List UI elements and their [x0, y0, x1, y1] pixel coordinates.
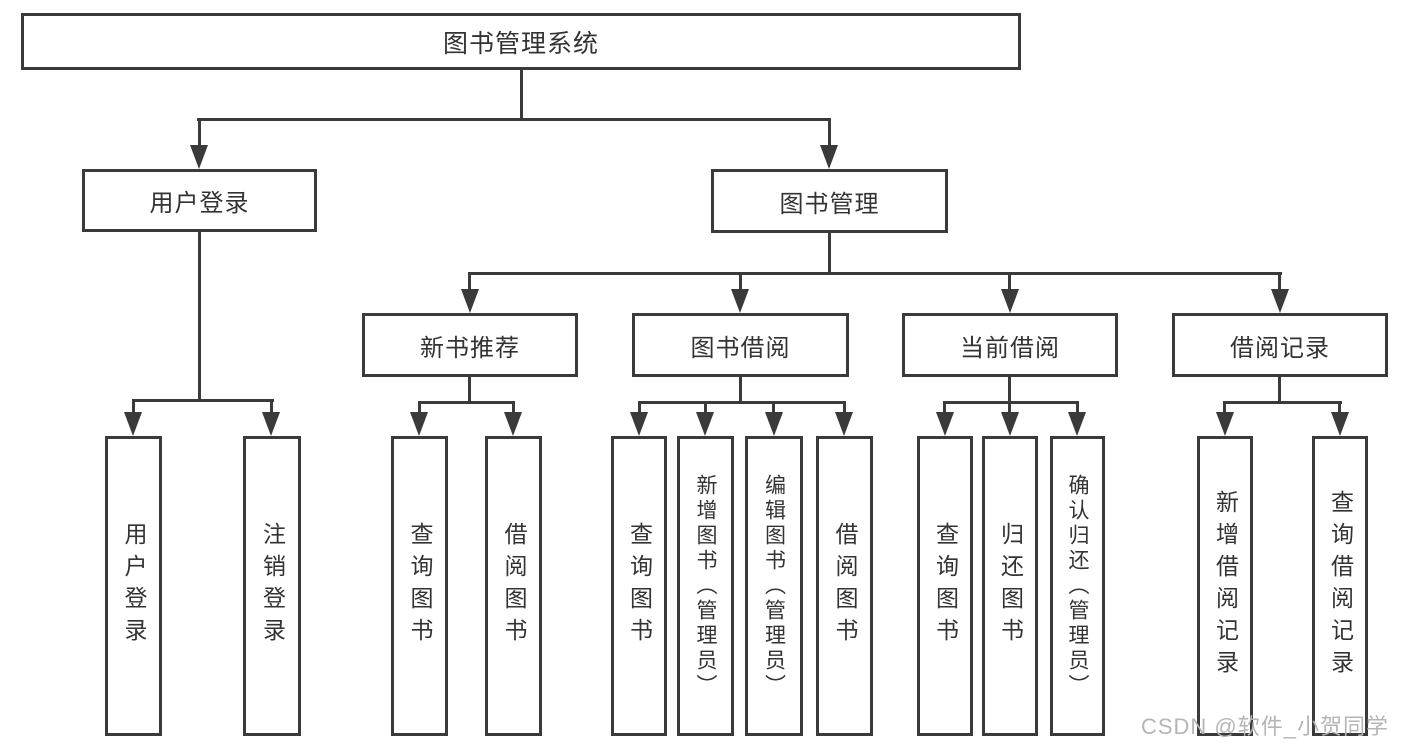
- arrow-head: [731, 289, 749, 313]
- connector-line: [772, 401, 775, 420]
- connector-line: [468, 377, 471, 403]
- connector-line: [198, 231, 201, 402]
- node-current-borrow: 当前借阅: [902, 313, 1118, 377]
- leaf-label: 借阅图书: [501, 522, 527, 650]
- leaf-borrow-borrow-books: 借阅图书: [816, 436, 873, 736]
- connector-line: [943, 401, 1079, 404]
- connector-line: [1008, 272, 1011, 295]
- leaf-label: 注销登录: [259, 522, 286, 650]
- leaf-newbook-borrow-books: 借阅图书: [485, 436, 542, 736]
- arrow-head: [1216, 412, 1234, 436]
- connector-line: [468, 272, 1282, 275]
- node-root-label: 图书管理系统: [442, 29, 599, 58]
- leaf-current-return-books: 归还图书: [982, 436, 1038, 736]
- connector-line: [418, 401, 515, 404]
- leaf-user-login: 用户登录: [105, 436, 162, 736]
- connector-line: [739, 377, 742, 403]
- connector-line: [418, 401, 421, 420]
- connector-line: [198, 118, 201, 150]
- leaf-label: 查询图书: [407, 522, 433, 650]
- arrow-head: [696, 412, 714, 436]
- node-user-login-label: 用户登录: [149, 190, 250, 217]
- connector-line: [270, 399, 273, 418]
- leaf-borrow-add-books-admin: 新增图书（管理员）: [677, 436, 734, 736]
- arrow-head: [1001, 289, 1019, 313]
- node-user-login: 用户登录: [82, 169, 317, 232]
- connector-line: [1008, 377, 1011, 403]
- leaf-label: 查询图书: [932, 522, 959, 650]
- leaf-current-confirm-return-admin: 确认归还（管理员）: [1050, 436, 1105, 736]
- leaf-newbook-query-books: 查询图书: [391, 436, 448, 736]
- connector-line: [520, 70, 523, 121]
- connector-line: [739, 272, 742, 295]
- connector-line: [132, 399, 135, 418]
- connector-line: [1338, 401, 1341, 420]
- arrow-head: [820, 145, 838, 169]
- arrow-head: [124, 412, 142, 436]
- leaf-record-query-record: 查询借阅记录: [1312, 436, 1368, 736]
- node-new-book: 新书推荐: [362, 313, 578, 377]
- node-book-borrow: 图书借阅: [632, 313, 849, 377]
- node-book-borrow-label: 图书借阅: [690, 334, 791, 362]
- arrow-head: [262, 412, 280, 436]
- connector-line: [704, 401, 707, 420]
- arrow-head: [1068, 412, 1086, 436]
- arrow-head: [936, 412, 954, 436]
- connector-line: [1008, 401, 1011, 420]
- leaf-logout: 注销登录: [243, 436, 301, 736]
- arrow-head: [190, 145, 208, 169]
- node-borrow-record-label: 借阅记录: [1230, 334, 1330, 362]
- leaf-label: 查询借阅记录: [1327, 490, 1354, 682]
- leaf-label: 新增借阅记录: [1212, 490, 1239, 682]
- connector-line: [843, 401, 846, 420]
- node-book-mgmt-label: 图书管理: [779, 190, 880, 218]
- leaf-label: 查询图书: [626, 522, 653, 650]
- connector-line: [1278, 377, 1281, 403]
- arrow-head: [1001, 412, 1019, 436]
- leaf-label: 确认归还（管理员）: [1066, 473, 1089, 699]
- connector-line: [1278, 272, 1281, 295]
- arrow-head: [410, 412, 428, 436]
- leaf-label: 编辑图书（管理员）: [762, 473, 786, 699]
- leaf-current-query-books: 查询图书: [917, 436, 973, 736]
- leaf-label: 借阅图书: [832, 522, 858, 650]
- leaf-borrow-query-books: 查询图书: [611, 436, 667, 736]
- connector-line: [943, 401, 946, 420]
- leaf-record-add-record: 新增借阅记录: [1197, 436, 1253, 736]
- node-borrow-record: 借阅记录: [1172, 313, 1388, 377]
- arrow-head: [504, 412, 522, 436]
- leaf-label: 新增图书（管理员）: [694, 473, 717, 699]
- node-root: 图书管理系统: [21, 13, 1021, 70]
- arrow-head: [765, 412, 783, 436]
- leaf-label: 用户登录: [121, 522, 147, 650]
- node-book-mgmt: 图书管理: [711, 169, 948, 233]
- arrow-head: [630, 412, 648, 436]
- connector-line: [197, 118, 831, 121]
- node-current-borrow-label: 当前借阅: [960, 334, 1060, 362]
- leaf-borrow-edit-books-admin: 编辑图书（管理员）: [745, 436, 803, 736]
- arrow-head: [461, 289, 479, 313]
- arrow-head: [1271, 289, 1289, 313]
- connector-line: [828, 232, 831, 275]
- connector-line: [1223, 401, 1342, 404]
- connector-line: [638, 401, 846, 404]
- connector-line: [512, 401, 515, 420]
- leaf-label: 归还图书: [997, 522, 1024, 650]
- csdn-watermark: CSDN @软件_小贺同学: [1140, 714, 1389, 739]
- connector-line: [468, 272, 471, 295]
- connector-line: [132, 399, 274, 402]
- node-new-book-label: 新书推荐: [420, 334, 520, 362]
- arrow-head: [1331, 412, 1349, 436]
- arrow-head: [835, 412, 853, 436]
- connector-line: [1223, 401, 1226, 420]
- connector-line: [828, 118, 831, 150]
- connector-line: [638, 401, 641, 420]
- connector-line: [1076, 401, 1079, 420]
